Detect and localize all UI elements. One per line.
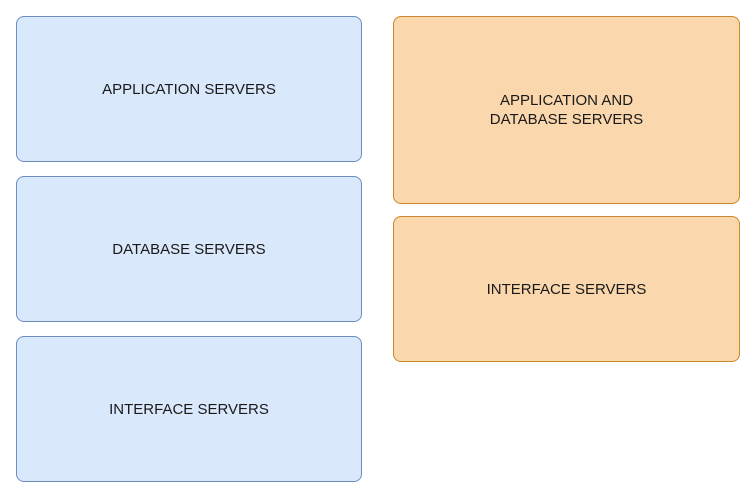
box-label: APPLICATION AND DATABASE SERVERS <box>489 92 644 128</box>
box-label: INTERFACE SERVERS <box>486 280 647 298</box>
application-servers-box: APPLICATION SERVERS <box>16 16 362 162</box>
database-servers-box: DATABASE SERVERS <box>16 176 362 322</box>
box-label: APPLICATION SERVERS <box>102 80 276 98</box>
box-label: DATABASE SERVERS <box>112 240 266 258</box>
application-and-database-servers-box: APPLICATION AND DATABASE SERVERS <box>393 16 740 204</box>
interface-servers-box-left: INTERFACE SERVERS <box>16 336 362 482</box>
interface-servers-box-right: INTERFACE SERVERS <box>393 216 740 362</box>
box-label: INTERFACE SERVERS <box>109 400 269 418</box>
